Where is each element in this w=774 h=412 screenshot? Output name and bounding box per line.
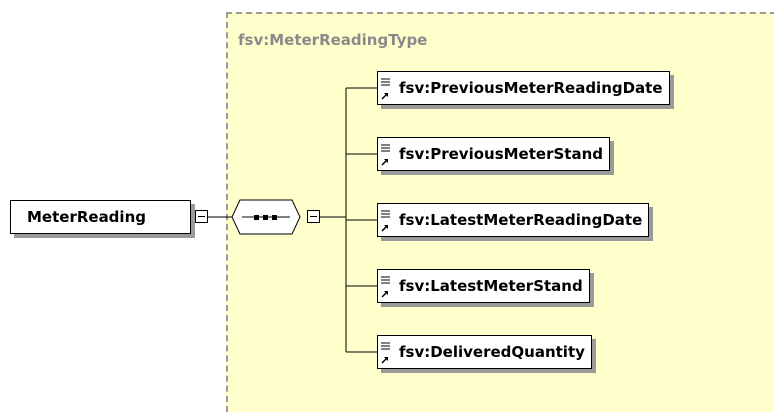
element-delivered-quantity[interactable]: fsv:DeliveredQuantity [377,335,592,369]
element-content-icon [381,342,390,364]
root-element-label: MeterReading [27,208,146,226]
element-content-icon [381,78,390,100]
complex-type-label: fsv:MeterReadingType [238,31,428,49]
element-label: fsv:LatestMeterReadingDate [399,211,643,229]
root-element-meter-reading[interactable]: MeterReading [10,200,191,234]
element-label: fsv:LatestMeterStand [399,277,583,295]
element-content-icon [381,144,390,166]
sequence-compositor-icon[interactable] [230,198,302,236]
collapse-icon[interactable] [195,210,208,223]
connector-lines [208,87,377,353]
element-label: fsv:PreviousMeterReadingDate [399,79,663,97]
element-label: fsv:DeliveredQuantity [399,343,585,361]
collapse-icon[interactable] [307,210,320,223]
element-previous-meter-reading-date[interactable]: fsv:PreviousMeterReadingDate [377,71,670,105]
element-content-icon [381,276,390,298]
element-latest-meter-stand[interactable]: fsv:LatestMeterStand [377,269,590,303]
element-content-icon [381,210,390,232]
element-latest-meter-reading-date[interactable]: fsv:LatestMeterReadingDate [377,203,650,237]
element-previous-meter-stand[interactable]: fsv:PreviousMeterStand [377,137,610,171]
element-label: fsv:PreviousMeterStand [399,145,603,163]
